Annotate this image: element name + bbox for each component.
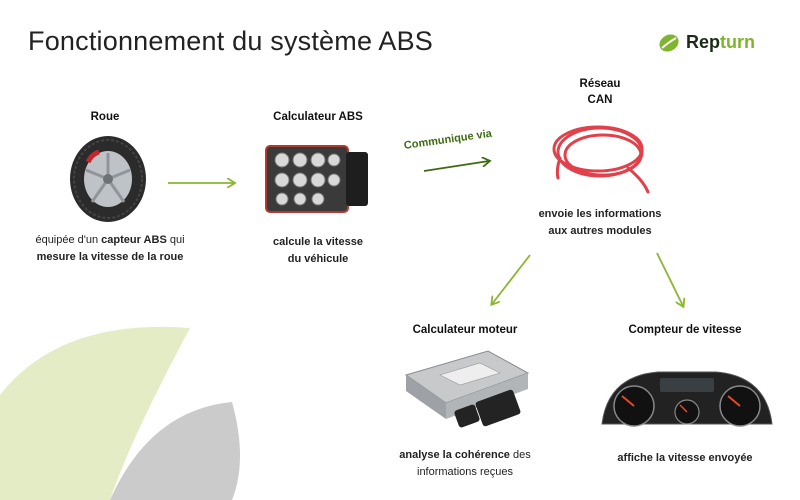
arrow-abs-to-can xyxy=(423,161,489,172)
abs-desc-line1: calcule la vitesse xyxy=(273,236,363,248)
logo-text: Repturn xyxy=(686,32,755,53)
abs-label: Calculateur ABS xyxy=(273,111,363,123)
abs-module-image xyxy=(265,145,368,213)
logo-text-part2: turn xyxy=(720,32,756,52)
moteur-desc-bold: analyse la cohérence xyxy=(399,449,510,461)
arrow-can-to-compteur xyxy=(656,252,683,306)
can-label-line1: Réseau xyxy=(579,78,621,90)
can-label: Réseau CAN xyxy=(560,76,640,108)
moteur-description: analyse la cohérence des informations re… xyxy=(375,447,555,481)
can-desc-line2: aux autres modules xyxy=(548,225,652,237)
gray-shape xyxy=(110,402,240,500)
engine-ecu-image xyxy=(404,350,530,428)
roue-desc-mid: qui xyxy=(166,234,185,246)
roue-desc-bold2: mesure la vitesse de la roue xyxy=(36,251,184,263)
page-title: Fonctionnement du système ABS xyxy=(28,26,434,56)
can-label-line2: CAN xyxy=(587,94,613,106)
can-cable-image xyxy=(552,125,650,194)
leaf-icon xyxy=(659,33,679,52)
moteur-label: Calculateur moteur xyxy=(412,324,518,336)
compteur-label: Compteur de vitesse xyxy=(628,324,742,336)
roue-desc-prefix: équipée d'un xyxy=(35,234,102,246)
abs-desc-line2: du véhicule xyxy=(287,253,349,265)
abs-description: calcule la vitesse du véhicule xyxy=(238,234,398,268)
can-desc-line1: envoie les informations xyxy=(538,208,662,220)
speedometer-cluster-image xyxy=(601,371,773,427)
wheel-image xyxy=(70,136,146,222)
moteur-desc-line2: informations reçues xyxy=(417,466,513,478)
moteur-desc-rest: des xyxy=(509,449,531,461)
light-green-shape xyxy=(0,326,190,500)
can-description: envoie les informations aux autres modul… xyxy=(520,206,680,240)
compteur-description: affiche la vitesse envoyée xyxy=(617,452,753,464)
roue-label: Roue xyxy=(90,111,120,123)
logo-text-part1: Rep xyxy=(686,32,721,52)
repturn-logo: Repturn xyxy=(658,32,755,53)
arrow-can-to-moteur xyxy=(492,254,531,304)
roue-description: équipée d'un capteur ABS qui mesure la v… xyxy=(10,232,210,266)
roue-desc-bold1: capteur ABS xyxy=(101,234,167,246)
